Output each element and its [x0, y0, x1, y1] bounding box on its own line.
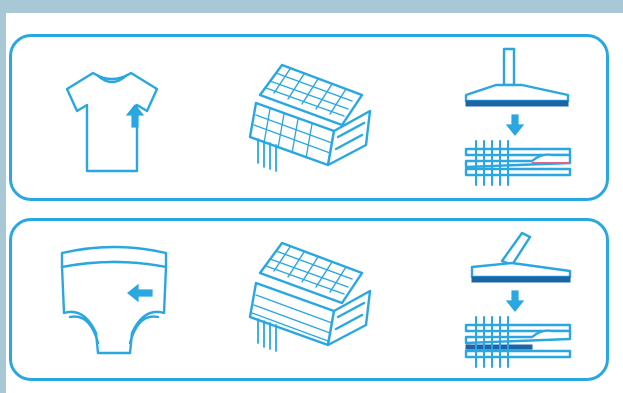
up-arrow-icon — [125, 104, 145, 128]
down-arrow-icon — [505, 114, 525, 136]
fabric-label-icon — [242, 55, 382, 185]
down-arrow-icon — [505, 290, 525, 312]
tshirt-icon — [57, 67, 167, 177]
instruction-diagram — [6, 13, 623, 393]
heat-press-icon — [452, 227, 582, 377]
underwear-instruction-panel — [9, 218, 609, 381]
heat-press-icon — [452, 45, 582, 195]
fabric-label-icon — [242, 233, 382, 363]
tshirt-instruction-panel — [9, 34, 609, 201]
left-arrow-icon — [127, 283, 153, 303]
underwear-icon — [54, 243, 174, 363]
